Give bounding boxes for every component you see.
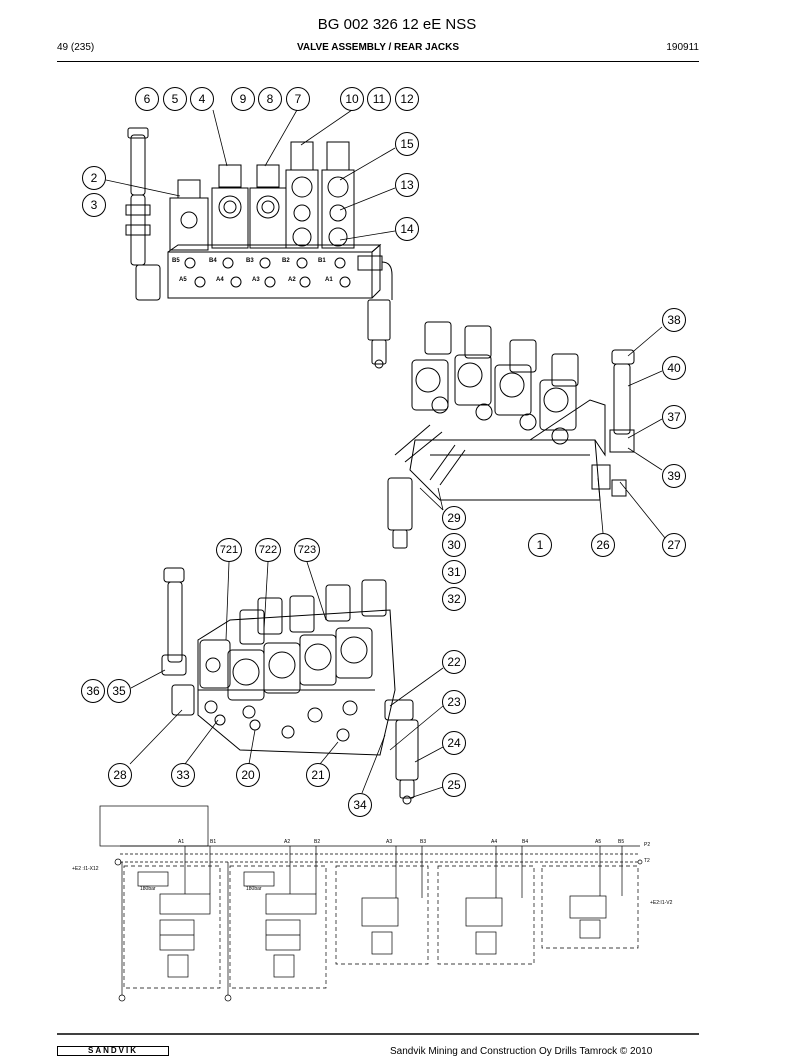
hydraulic-schematic	[99, 805, 643, 1002]
schematic-label-b5: B5	[618, 839, 625, 845]
document-code: BG 002 326 12 eE NSS	[317, 16, 477, 33]
callout-21: 21	[306, 763, 330, 787]
callout-14: 14	[395, 217, 419, 241]
port-label-b1: B1	[318, 258, 326, 264]
schematic-label-e2-left: +E2 :I1-X12	[72, 866, 99, 872]
port-label-b3: B3	[246, 258, 254, 264]
callout-7: 7	[286, 87, 310, 111]
schematic-label-t2: T2	[644, 858, 650, 864]
copyright-text: Sandvik Mining and Construction Oy Drill…	[390, 1046, 653, 1057]
callout-23: 23	[442, 690, 466, 714]
port-label-b5: B5	[172, 258, 180, 264]
callout-35: 35	[107, 679, 131, 703]
schematic-label-a5: A5	[595, 839, 602, 845]
header-rule	[57, 61, 699, 62]
schematic-label-b2: B2	[314, 839, 321, 845]
schematic-label-a2: A2	[284, 839, 291, 845]
callout-721: 721	[216, 538, 242, 562]
callout-24: 24	[442, 731, 466, 755]
callout-26: 26	[591, 533, 615, 557]
callout-10: 10	[340, 87, 364, 111]
callout-30: 30	[442, 533, 466, 557]
callout-38: 38	[662, 308, 686, 332]
schematic-label-p2: P2	[644, 842, 651, 848]
callout-33: 33	[171, 763, 195, 787]
port-label-a4: A4	[216, 277, 224, 283]
lower-valve-block	[161, 567, 419, 805]
schematic-label-a4: A4	[491, 839, 498, 845]
callout-36: 36	[81, 679, 105, 703]
sandvik-logo: SANDVIK	[57, 1046, 169, 1056]
schematic-label-a3: A3	[386, 839, 393, 845]
callout-13: 13	[395, 173, 419, 197]
callout-3: 3	[82, 193, 106, 217]
schematic-label-b1: B1	[210, 839, 217, 845]
port-label-b2: B2	[282, 258, 290, 264]
middle-valve-block	[387, 321, 635, 549]
callout-11: 11	[367, 87, 391, 111]
callout-4: 4	[190, 87, 214, 111]
document-date: 190911	[666, 42, 699, 53]
port-label-a1: A1	[325, 277, 333, 283]
schematic-label-a1: A1	[178, 839, 185, 845]
callout-5: 5	[163, 87, 187, 111]
page-number: 49 (235)	[57, 42, 95, 53]
port-label-a2: A2	[288, 277, 296, 283]
callout-32: 32	[442, 587, 466, 611]
callout-20: 20	[236, 763, 260, 787]
callout-25: 25	[442, 773, 466, 797]
port-label-a5: A5	[179, 277, 187, 283]
callout-37: 37	[662, 405, 686, 429]
top-valve-block	[125, 127, 393, 369]
callout-34: 34	[348, 793, 372, 817]
callout-723: 723	[294, 538, 320, 562]
callout-22: 22	[442, 650, 466, 674]
callout-27: 27	[662, 533, 686, 557]
port-label-a3: A3	[252, 277, 260, 283]
callout-1: 1	[528, 533, 552, 557]
schematic-label-b4: B4	[522, 839, 529, 845]
callout-15: 15	[395, 132, 419, 156]
callout-40: 40	[662, 356, 686, 380]
schematic-label-b3: B3	[420, 839, 427, 845]
schematic-label-bar1: 180bar	[140, 886, 156, 892]
callout-8: 8	[258, 87, 282, 111]
callout-29: 29	[442, 506, 466, 530]
port-label-b4: B4	[209, 258, 217, 264]
leader-lines	[105, 109, 666, 799]
callout-31: 31	[442, 560, 466, 584]
callout-28: 28	[108, 763, 132, 787]
section-title: VALVE ASSEMBLY / REAR JACKS	[296, 42, 460, 53]
schematic-label-bar2: 180bar	[246, 886, 262, 892]
callout-2: 2	[82, 166, 106, 190]
callout-12: 12	[395, 87, 419, 111]
callout-39: 39	[662, 464, 686, 488]
callout-9: 9	[231, 87, 255, 111]
schematic-label-e2-right: +E2:I1-V2	[650, 900, 673, 906]
callout-6: 6	[135, 87, 159, 111]
callout-722: 722	[255, 538, 281, 562]
